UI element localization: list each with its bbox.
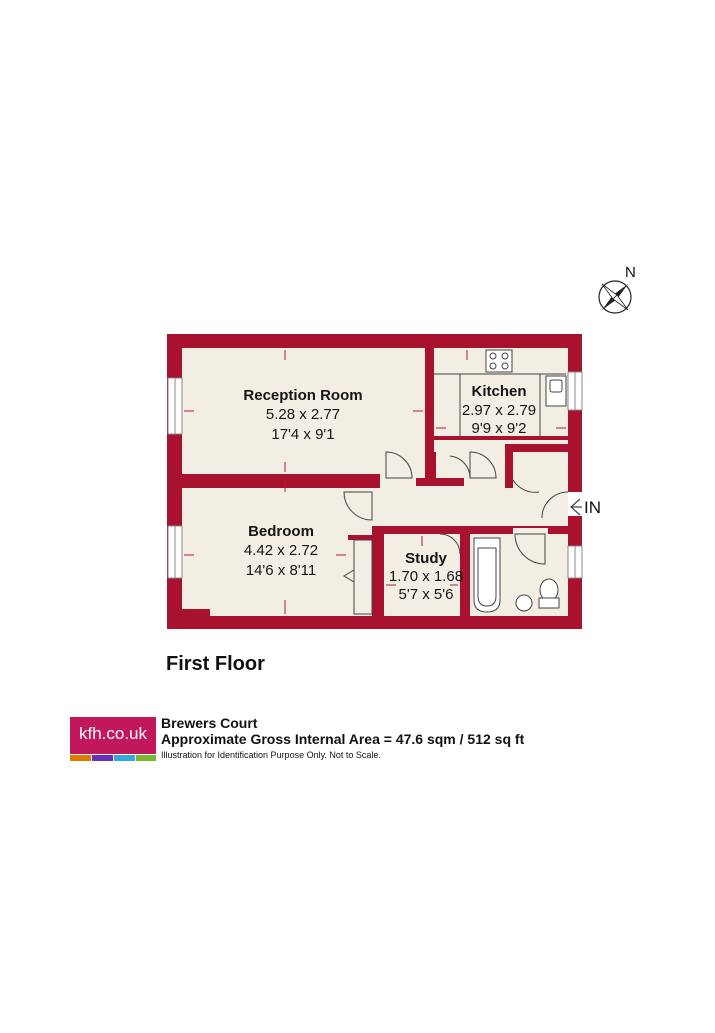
room-label-bedroom: Bedroom 4.42 x 2.72 14'6 x 8'11 bbox=[244, 523, 318, 579]
logo-stripe-purple bbox=[92, 755, 113, 761]
bath-top-wall bbox=[470, 526, 513, 534]
kfh-logo: kfh.co.uk bbox=[70, 717, 156, 762]
logo-text: kfh.co.uk bbox=[78, 724, 148, 743]
door-entry-cupboard bbox=[512, 479, 540, 493]
room-imperial: 5'7 x 5'6 bbox=[399, 586, 454, 603]
reception-bottom-wall bbox=[182, 474, 380, 488]
floor-label: First Floor bbox=[166, 653, 265, 675]
door-entrance bbox=[541, 491, 569, 519]
door-bathroom bbox=[514, 533, 546, 565]
logo-stripe-orange bbox=[70, 755, 91, 761]
property-address: Brewers Court bbox=[161, 715, 258, 731]
entry-cupboard bbox=[505, 444, 568, 452]
room-name: Study bbox=[405, 550, 447, 567]
basin bbox=[515, 594, 533, 612]
door-cupboard bbox=[449, 455, 471, 479]
compass-icon bbox=[598, 280, 632, 314]
gross-internal-area: Approximate Gross Internal Area = 47.6 s… bbox=[161, 731, 525, 747]
room-name: Kitchen bbox=[471, 383, 526, 400]
kitchen-bottom-wall bbox=[434, 436, 568, 440]
bath-top-wall-right bbox=[548, 526, 568, 534]
logo-box bbox=[70, 717, 156, 754]
room-label-reception: Reception Room 5.28 x 2.77 17'4 x 9'1 bbox=[243, 387, 362, 443]
room-label-kitchen: Kitchen 2.97 x 2.79 9'9 x 9'2 bbox=[462, 383, 536, 437]
room-imperial: 14'6 x 8'11 bbox=[246, 562, 317, 579]
bathtub bbox=[473, 537, 501, 613]
entry-cupboard-side bbox=[505, 444, 513, 488]
hob bbox=[485, 349, 513, 373]
door-bedroom bbox=[343, 491, 373, 521]
study-top-wall bbox=[376, 526, 431, 534]
cupboard-bottom bbox=[416, 478, 464, 486]
entrance-label: IN bbox=[584, 498, 601, 517]
bedroom-right-wall bbox=[372, 526, 384, 616]
room-imperial: 17'4 x 9'1 bbox=[271, 426, 334, 443]
logo-stripe-blue bbox=[114, 755, 135, 761]
cupboard-wall bbox=[430, 452, 436, 482]
bedroom-closet-wall bbox=[348, 535, 372, 540]
study-floor bbox=[384, 534, 460, 616]
study-bath-wall bbox=[460, 526, 470, 616]
room-metric: 5.28 x 2.77 bbox=[266, 406, 340, 423]
north-label: N bbox=[625, 264, 636, 281]
door-reception bbox=[385, 451, 413, 479]
room-name: Bedroom bbox=[248, 523, 314, 540]
bedroom-bottom-floor bbox=[210, 585, 372, 616]
dimension-arrows bbox=[184, 350, 566, 614]
room-name: Reception Room bbox=[243, 387, 362, 404]
bedroom-wardrobe bbox=[353, 539, 373, 615]
door-study bbox=[439, 533, 461, 555]
disclaimer: Illustration for Identification Purpose … bbox=[161, 750, 381, 760]
room-metric: 4.42 x 2.72 bbox=[244, 542, 318, 559]
kitchen-sink bbox=[545, 375, 567, 407]
room-metric: 1.70 x 1.68 bbox=[389, 568, 463, 585]
door-kitchen bbox=[469, 451, 497, 479]
reception-kitchen-wall bbox=[425, 348, 434, 478]
entrance-arrow-icon bbox=[570, 498, 582, 516]
room-metric: 2.97 x 2.79 bbox=[462, 402, 536, 419]
room-imperial: 9'9 x 9'2 bbox=[472, 420, 527, 437]
logo-stripe-green bbox=[136, 755, 156, 761]
room-label-study: Study 1.70 x 1.68 5'7 x 5'6 bbox=[389, 550, 463, 603]
